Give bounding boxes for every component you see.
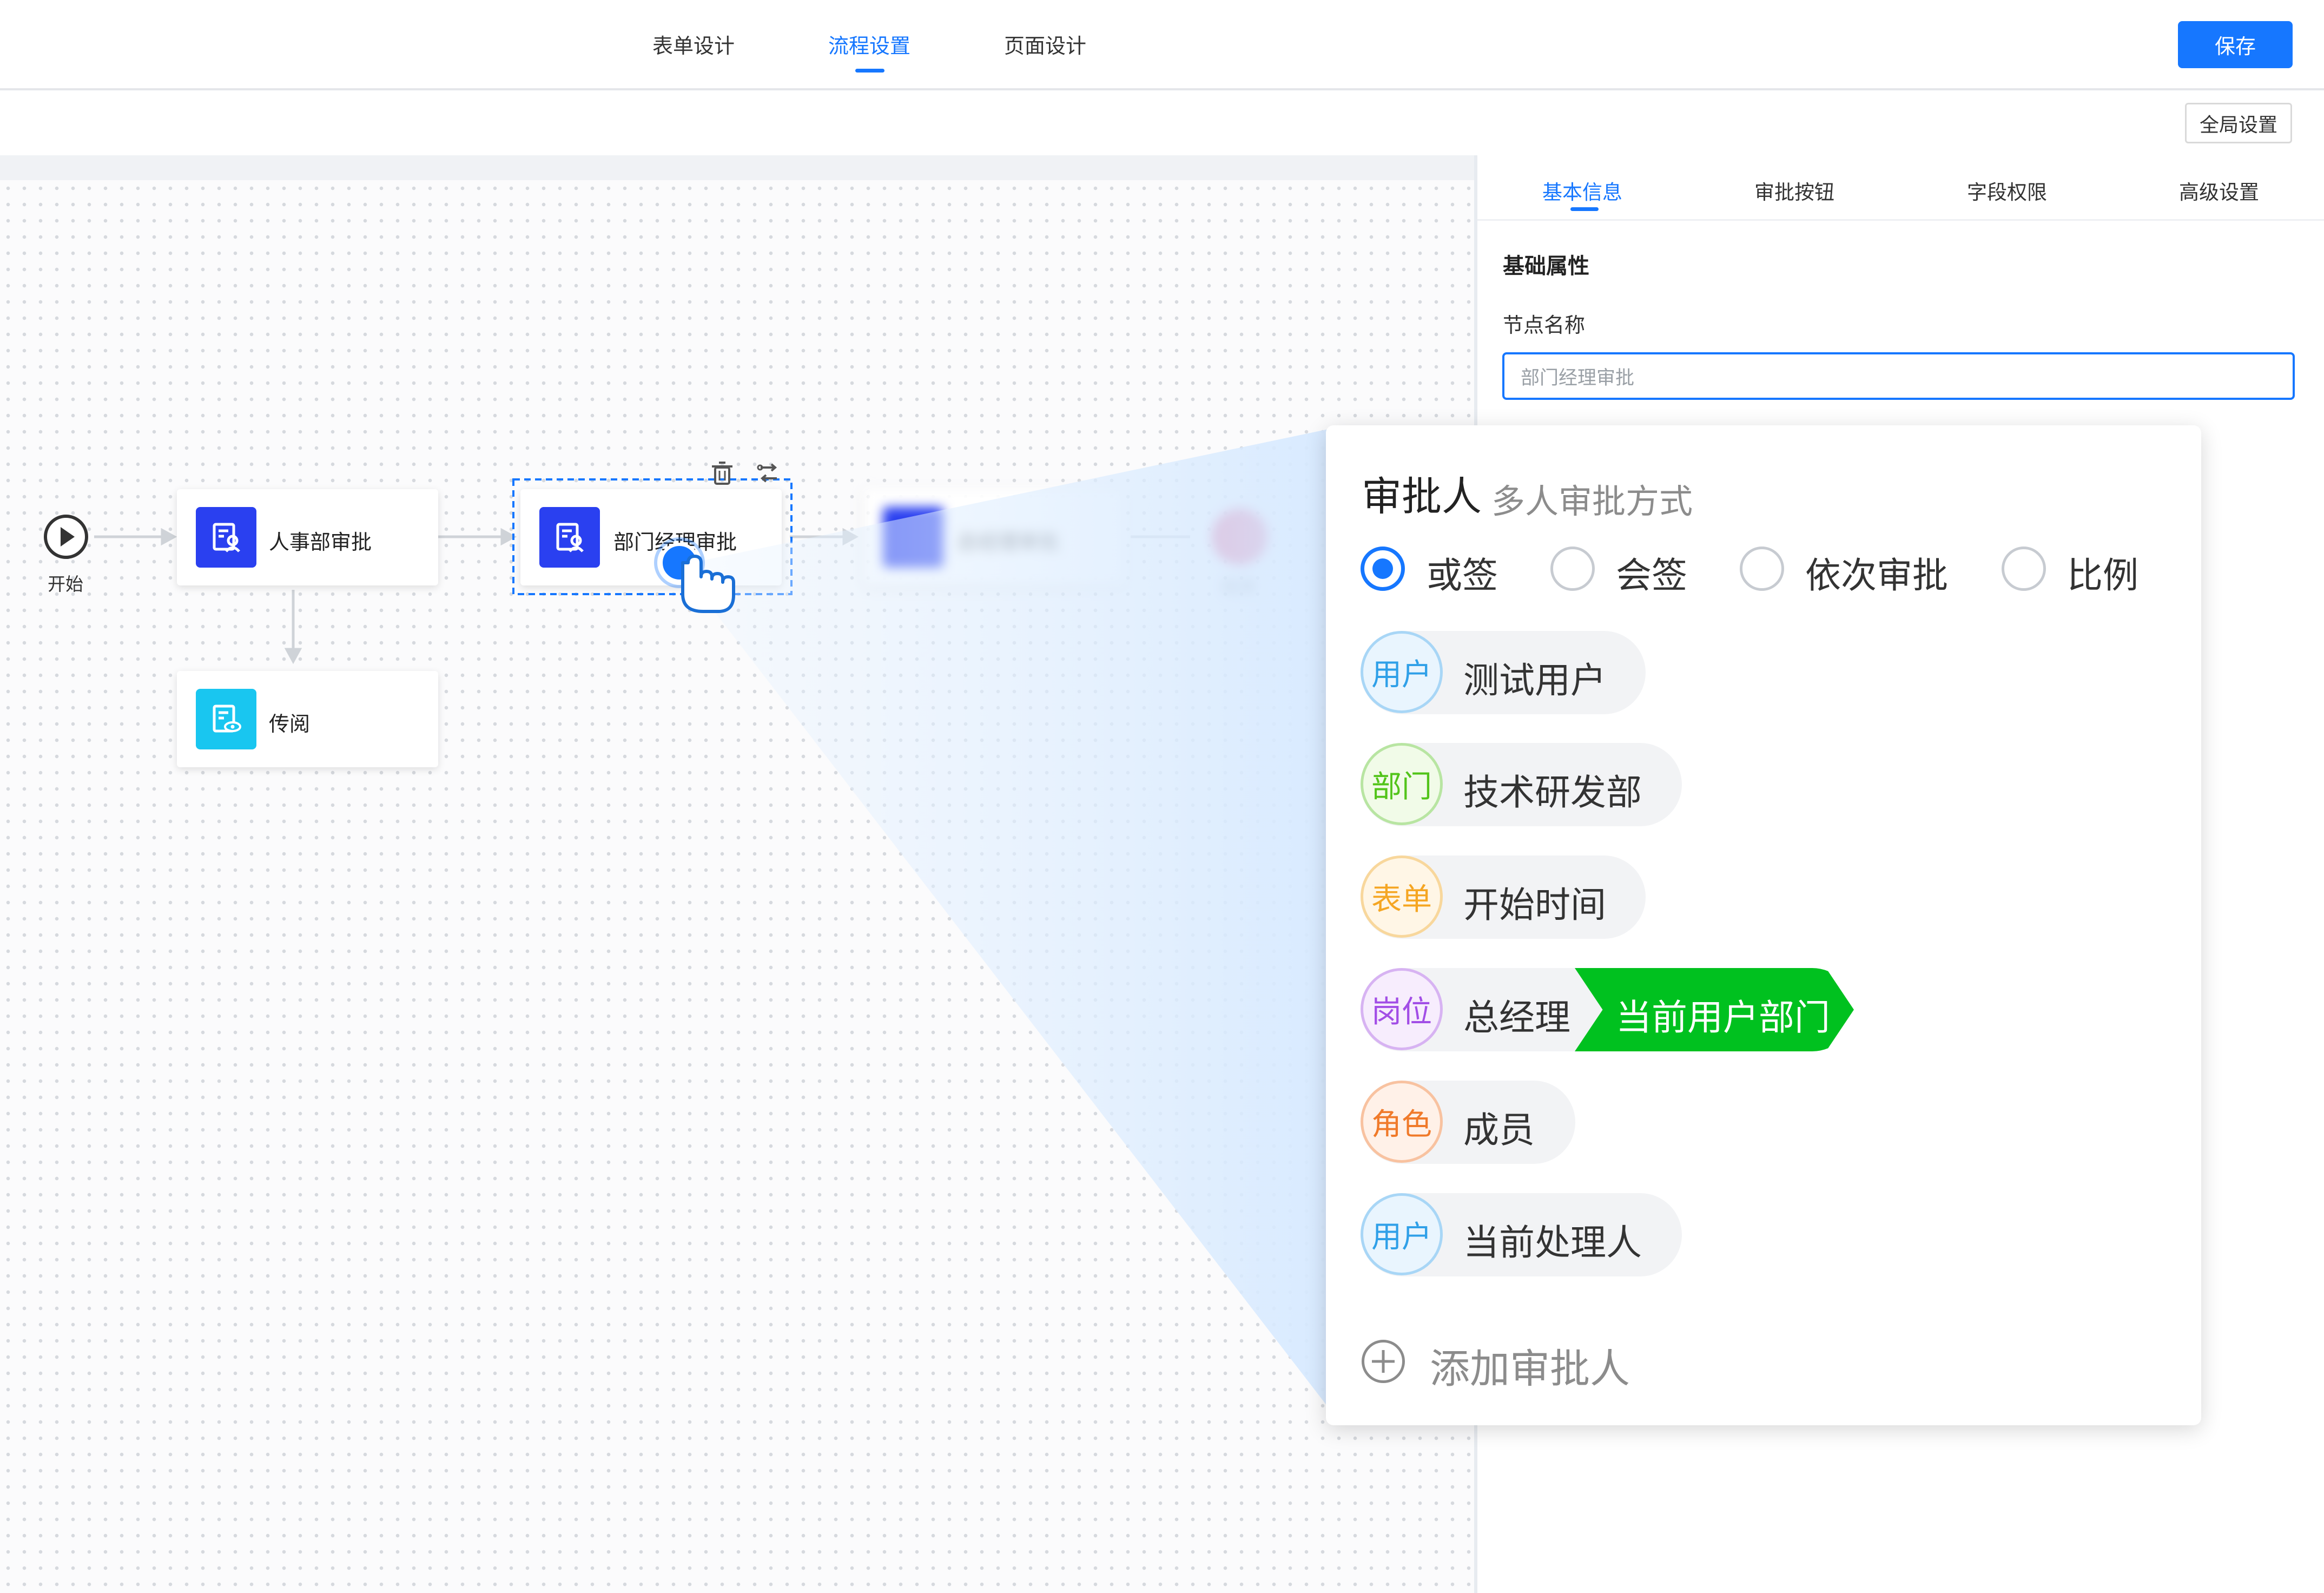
start-node-icon[interactable] xyxy=(42,513,90,561)
approver-name: 成员 xyxy=(1463,1109,1535,1151)
plus-circle-icon xyxy=(1362,1340,1405,1383)
approver-type-badge: 用户 xyxy=(1361,631,1443,713)
approver-name: 当前处理人 xyxy=(1463,1222,1642,1263)
flow-node-circulate[interactable]: 传阅 xyxy=(177,671,438,767)
node-label: 人事部审批 xyxy=(269,530,372,554)
approver-name: 总经理 xyxy=(1463,997,1570,1038)
top-bar: 表单设计 流程设置 页面设计 保存 xyxy=(0,0,2324,90)
tab-approval-buttons[interactable]: 审批按钮 xyxy=(1754,181,1834,204)
approver-subtitle: 多人审批方式 xyxy=(1491,482,1693,521)
approver-title: 审批人 xyxy=(1362,473,1482,520)
tab-page-design[interactable]: 页面设计 xyxy=(1004,34,1087,58)
approver-config-popover: 审批人 多人审批方式 或签 会签 依次审批 比例 用户 测试用户 部门 技术研发… xyxy=(1326,425,2201,1425)
end-node-icon[interactable] xyxy=(1212,509,1268,565)
flow-node-general-manager-approval[interactable]: 总经理审批 xyxy=(864,489,1125,585)
radio-label: 依次审批 xyxy=(1805,555,1948,596)
radio-label: 比例 xyxy=(2067,555,2138,596)
radio-label: 或签 xyxy=(1427,555,1498,596)
approver-type-badge: 部门 xyxy=(1361,743,1443,825)
swap-icon[interactable] xyxy=(755,460,782,487)
node-name-input[interactable]: 部门经理审批 xyxy=(1502,352,2295,400)
approver-type-badge: 岗位 xyxy=(1361,968,1443,1050)
connector-arrow xyxy=(284,648,302,664)
save-button[interactable]: 保存 xyxy=(2178,21,2293,68)
approver-type-badge: 角色 xyxy=(1361,1081,1443,1163)
tab-field-permissions[interactable]: 字段权限 xyxy=(1967,181,2047,204)
pointer-hand-icon xyxy=(654,537,735,613)
cc-icon xyxy=(196,689,256,749)
current-user-dept-tag[interactable]: 当前用户部门 xyxy=(1575,968,1854,1051)
approval-icon xyxy=(196,507,256,568)
approval-icon xyxy=(539,507,600,568)
tab-basic-info[interactable]: 基本信息 xyxy=(1542,181,1622,204)
node-label: 传阅 xyxy=(269,712,311,736)
radio-countersign[interactable] xyxy=(1550,547,1595,591)
radio-sequential[interactable] xyxy=(1740,547,1784,591)
flow-connectors xyxy=(94,528,1190,664)
radio-or-sign[interactable] xyxy=(1361,547,1405,591)
connector-arrow xyxy=(500,528,517,546)
approval-icon xyxy=(883,507,943,568)
end-label: 结束 xyxy=(1222,576,1257,597)
active-tab-indicator xyxy=(855,69,884,73)
tab-form-design[interactable]: 表单设计 xyxy=(652,34,735,58)
active-tab-indicator xyxy=(1570,207,1599,211)
tab-advanced-settings[interactable]: 高级设置 xyxy=(2179,181,2259,204)
section-title: 基础属性 xyxy=(1503,254,1589,279)
approver-type-badge: 用户 xyxy=(1361,1193,1443,1275)
radio-label: 会签 xyxy=(1616,555,1687,596)
add-approver-label: 添加审批人 xyxy=(1430,1346,1630,1392)
tab-process-settings[interactable]: 流程设置 xyxy=(828,34,911,58)
node-label: 总经理审批 xyxy=(957,530,1060,554)
start-label: 开始 xyxy=(48,574,83,595)
delete-icon[interactable] xyxy=(709,460,736,487)
approver-name: 测试用户 xyxy=(1463,660,1606,701)
approver-name: 技术研发部 xyxy=(1463,772,1642,813)
connector-arrow xyxy=(161,528,177,546)
dept-tag-label: 当前用户部门 xyxy=(1616,997,1830,1038)
approver-type-badge: 表单 xyxy=(1361,855,1443,938)
node-name-label: 节点名称 xyxy=(1503,313,1586,337)
approver-name: 开始时间 xyxy=(1463,884,1606,926)
canvas-top-strip xyxy=(0,155,1474,180)
radio-ratio[interactable] xyxy=(2002,547,2046,591)
global-settings-button[interactable]: 全局设置 xyxy=(2185,103,2292,143)
connector-arrow xyxy=(842,528,859,546)
flow-node-hr-approval[interactable]: 人事部审批 xyxy=(177,489,438,585)
tab-divider xyxy=(1477,219,2324,221)
